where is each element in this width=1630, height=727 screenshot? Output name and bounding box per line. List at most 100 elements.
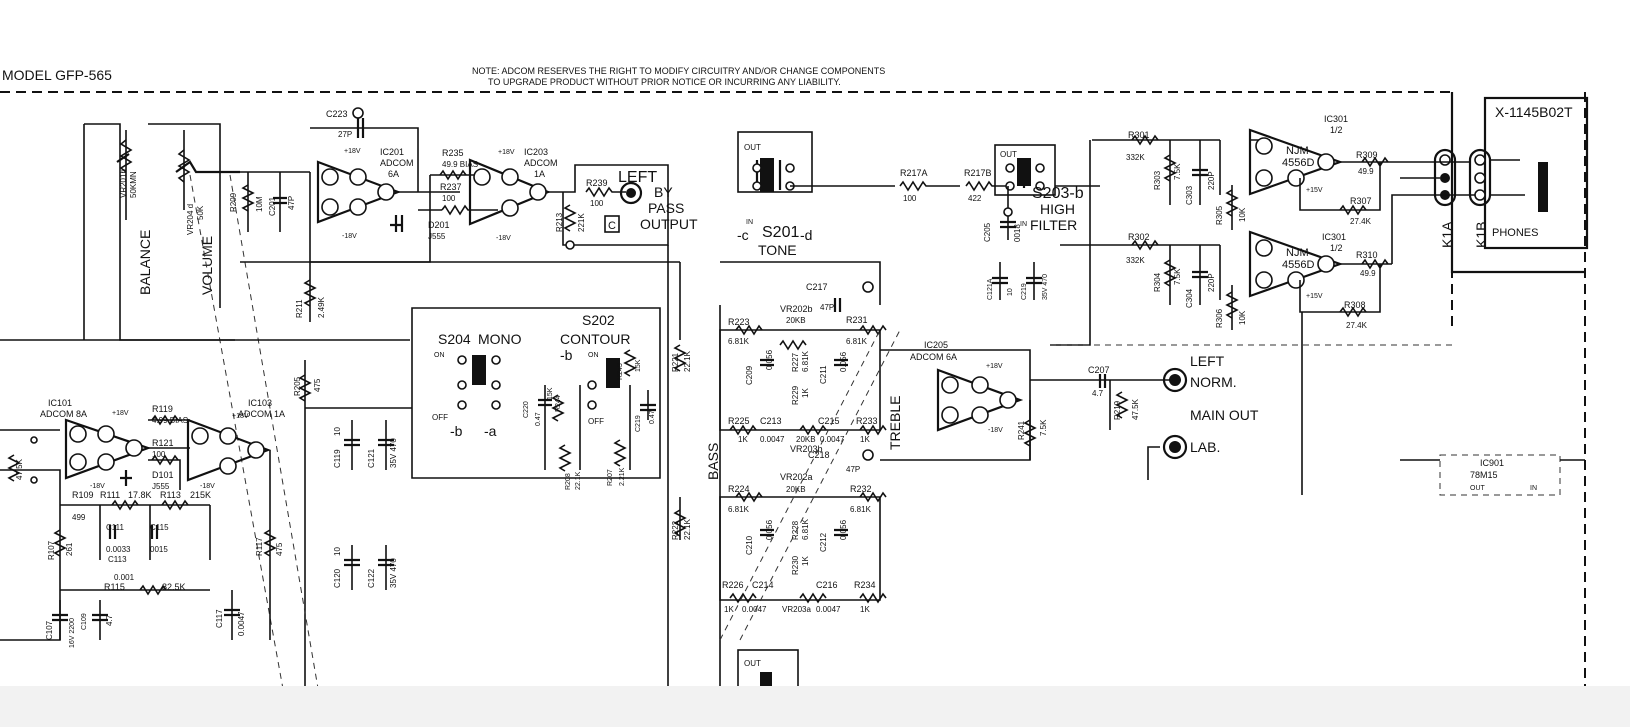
s204-p4 [491, 380, 501, 390]
c223-marker [352, 107, 364, 119]
c217-label: C217 [806, 282, 828, 292]
s202-p2 [587, 400, 597, 410]
ic101-rail-neg: -18V [90, 483, 105, 490]
r208-value: 22.1K [575, 471, 582, 490]
r244-value: 15K [547, 387, 554, 400]
r-47k-resistor [7, 454, 21, 482]
r301-resistor [1131, 134, 1159, 146]
contour-label: CONTOUR [560, 331, 631, 347]
wire-lab [1147, 446, 1160, 480]
wire-right-main [1050, 140, 1100, 346]
ic201-pin4 [349, 198, 367, 216]
r221-value: 22.1K [683, 350, 692, 372]
s203-pin4 [1035, 181, 1045, 191]
r213-resistor [563, 204, 577, 232]
ic301b-njm: NJM [1286, 247, 1309, 259]
c119-value: 10 [333, 427, 342, 436]
c121a-label: C121A [987, 278, 994, 300]
r207-resistor [613, 439, 627, 467]
r303-label: R303 [1153, 170, 1162, 190]
r213-value: 221K [577, 213, 586, 232]
r309-label: R309 [1356, 150, 1378, 160]
ic101-pin6 [125, 439, 143, 457]
bypass-output: OUTPUT [640, 216, 698, 232]
wire-eq-network [60, 504, 211, 560]
c218-marker [862, 449, 874, 461]
ic101-pin2 [69, 453, 87, 471]
c223-label: C223 [326, 109, 348, 119]
c113-value: 0.001 [114, 573, 135, 582]
ic901-box [1439, 454, 1561, 496]
wire-ic301b-in [1060, 244, 1221, 300]
ic301b-half: 1/2 [1330, 243, 1343, 253]
r241-resistor [1023, 400, 1037, 460]
norm-jack-pin [1169, 374, 1181, 386]
r243-label: R243 [617, 363, 624, 380]
ic901-out: OUT [1470, 485, 1486, 492]
node-245 [565, 240, 575, 250]
ic301b-pin2 [1255, 271, 1273, 289]
ic205-label: IC205 [924, 340, 948, 350]
r235-resistor [439, 169, 467, 181]
s201-pin2 [752, 181, 762, 191]
r-47k-value: 47.5K [15, 458, 24, 480]
ic103-pin4 [191, 427, 209, 445]
r119-value: 4.99 BIAS [152, 416, 188, 425]
r205-resistor [298, 374, 312, 402]
ic103-rail-pos: +18V [232, 413, 249, 420]
r213-label: R213 [555, 212, 564, 232]
bypass-left: LEFT [618, 169, 657, 186]
c214-label: C214 [752, 580, 774, 590]
r217b-label: R217B [964, 168, 992, 178]
r302-label: R302 [1128, 232, 1150, 242]
s203-box [994, 144, 1056, 196]
ic301a-label: IC301 [1324, 114, 1348, 124]
r117-value: 475 [275, 542, 284, 556]
tone-upper-bottom-resistors [729, 424, 887, 436]
r232-value: 6.81K [850, 505, 872, 514]
ic301b-part: 4556D [1282, 259, 1314, 271]
c219-value: 35V 470 [1042, 274, 1049, 300]
c117-value: 0.0047 [237, 611, 246, 636]
r207-label: R207 [607, 469, 614, 486]
c218-value: 47P [846, 465, 860, 474]
ic205-rail-pos: +18V [986, 363, 1003, 370]
c213-label: C213 [760, 416, 782, 426]
note-line-2: TO UPGRADE PRODUCT WITHOUT PRIOR NOTICE … [488, 77, 841, 87]
c212-label: C212 [819, 532, 828, 552]
main-out-label: MAIN OUT [1190, 407, 1259, 423]
r207-value: 2.21K [619, 467, 626, 486]
bottom-switch-out: OUT [744, 659, 761, 668]
r228-label: R228 [791, 520, 800, 540]
ic203-variant: 1A [534, 169, 545, 179]
r304-label: R304 [1153, 272, 1162, 292]
ic103-label: IC103 [248, 398, 272, 408]
s202-b: -b [560, 347, 573, 363]
d101-label: D101 [152, 470, 174, 480]
s203-pin1 [1005, 163, 1015, 173]
r208-label: R208 [565, 473, 572, 490]
lab-jack [1162, 434, 1188, 460]
ic301a-pin7 [1317, 153, 1335, 171]
ic203-pin3 [501, 199, 519, 217]
r224-r232-resistors [735, 491, 887, 503]
r303-value: 7.5K [1173, 163, 1182, 180]
ic301a-pin5 [1255, 137, 1273, 155]
r209-value: 10M [255, 196, 264, 212]
volume-label: VOLUME [199, 236, 215, 295]
r235-value: 49.9 BIAS [442, 160, 478, 169]
c211-label: C211 [819, 365, 828, 384]
c109-label: C109 [81, 613, 88, 630]
c-box [604, 215, 620, 233]
ic101-label: IC101 [48, 398, 72, 408]
lab-label: LAB. [1190, 439, 1220, 455]
r306-resistor [1225, 291, 1239, 319]
d101-value: J555 [152, 482, 170, 491]
r226-value: 1K [724, 605, 734, 614]
r115-value: 82.5K [162, 582, 186, 592]
ic205-pin6 [999, 391, 1017, 409]
c220-cap [538, 398, 552, 407]
vr202b-resistor [779, 339, 807, 351]
c303-label: C303 [1185, 185, 1194, 205]
